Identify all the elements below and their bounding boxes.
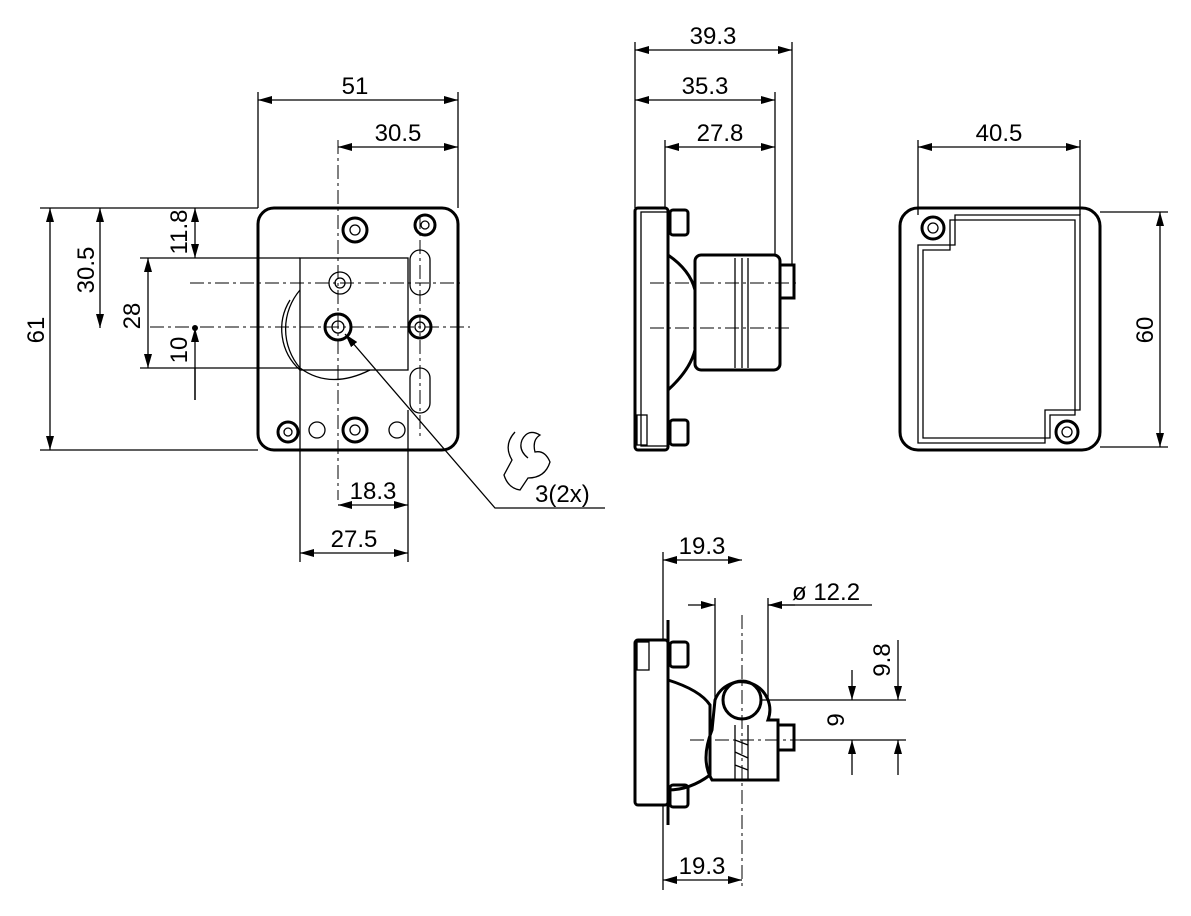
dim-9-8: 9.8 <box>869 643 896 676</box>
dim-39-3: 39.3 <box>690 23 737 50</box>
side-view: 39.3 35.3 27.8 <box>633 23 800 452</box>
dim-27-8: 27.8 <box>697 120 744 147</box>
wrench-size-note: 3(2x) <box>535 481 590 508</box>
dim-28: 28 <box>119 303 146 330</box>
front-view: 51 30.5 61 30.5 28 11.8 10 18.3 27.5 3(2… <box>23 73 605 562</box>
rear-view: 40.5 60 <box>898 120 1168 452</box>
dim-11-8: 11.8 <box>166 210 193 255</box>
dim-19-3-bottom: 19.3 <box>679 853 726 880</box>
dim-diameter-12-2: ø 12.2 <box>792 579 860 606</box>
bottom-view: 19.3 ø 12.2 9.8 9 19.3 <box>633 533 906 890</box>
dim-27-5: 27.5 <box>331 526 378 553</box>
wrench-icon <box>503 431 551 491</box>
dim-30-5-horizontal: 30.5 <box>375 120 422 147</box>
dim-61: 61 <box>23 317 50 344</box>
dim-35-3: 35.3 <box>682 73 729 100</box>
dim-60: 60 <box>1132 317 1159 344</box>
dim-9: 9 <box>823 713 850 726</box>
dim-19-3-top: 19.3 <box>679 533 726 560</box>
dim-30-5-vertical: 30.5 <box>73 247 100 294</box>
dim-51: 51 <box>342 73 369 100</box>
dim-10: 10 <box>166 337 193 364</box>
dim-18-3: 18.3 <box>350 478 397 505</box>
dim-40-5: 40.5 <box>976 120 1023 147</box>
